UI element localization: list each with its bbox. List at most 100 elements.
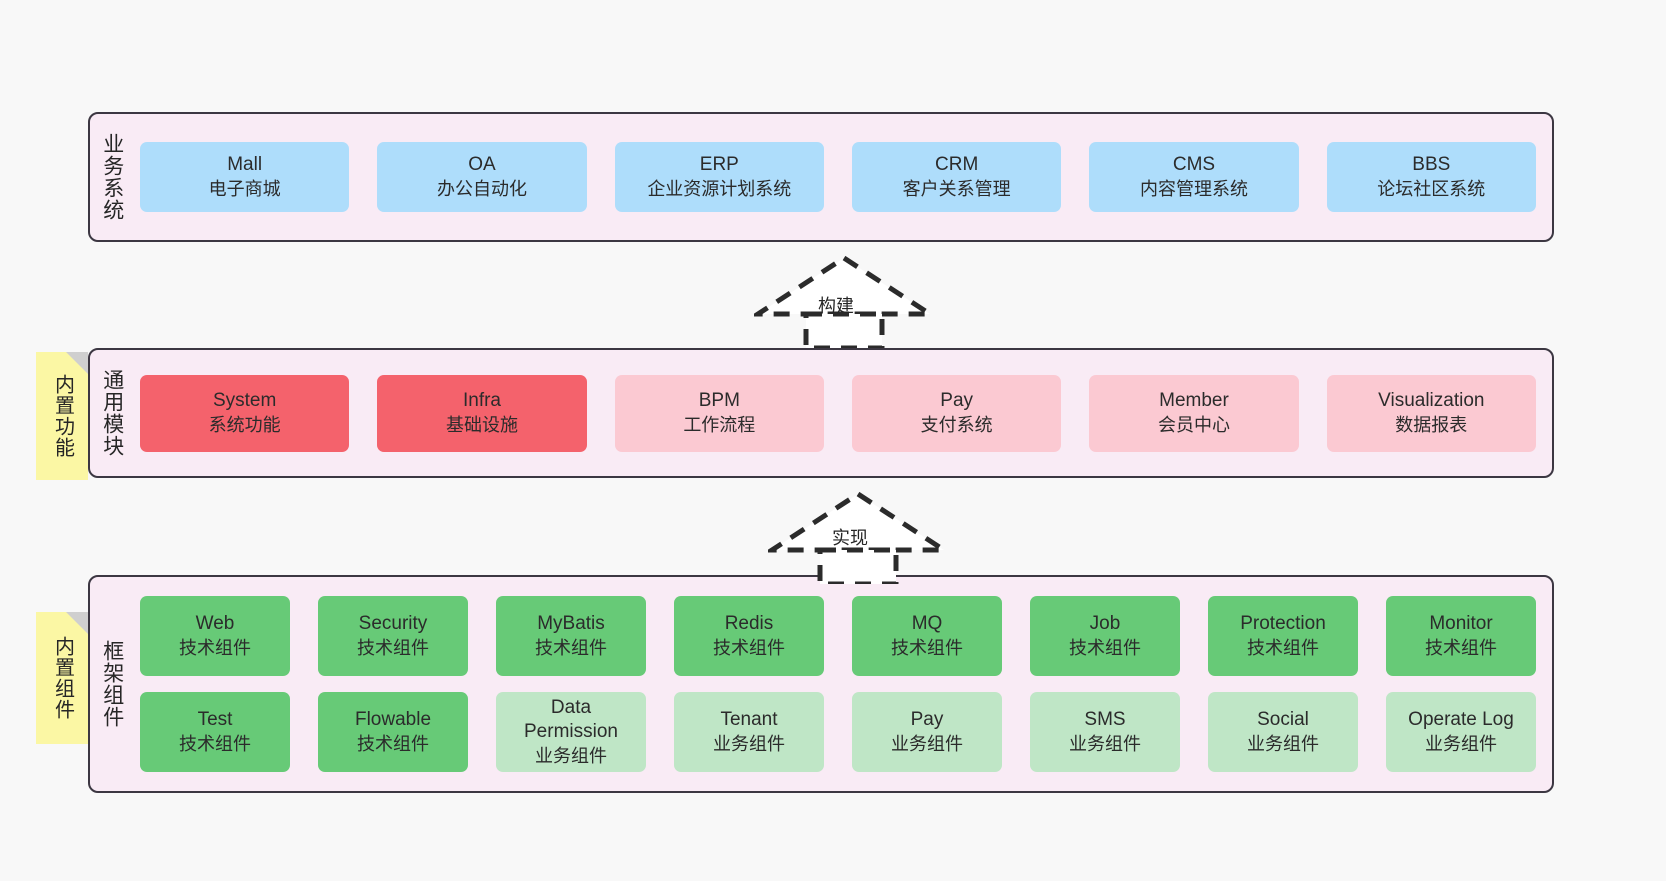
card-bpm[interactable]: BPM 工作流程 [614, 374, 824, 452]
layer-title-business: 业务系统 [100, 133, 124, 221]
card-title: Mall [227, 154, 263, 176]
card-social[interactable]: Social 业务组件 [1208, 692, 1358, 772]
card-data-permission[interactable]: Data Permission 业务组件 [496, 692, 646, 772]
card-subtitle: 技术组件 [1425, 637, 1497, 658]
card-title: Pay [910, 709, 944, 731]
card-protection[interactable]: Protection 技术组件 [1208, 596, 1358, 676]
arrow-stem [817, 547, 899, 584]
card-pay-biz[interactable]: Pay 业务组件 [852, 692, 1002, 772]
card-subtitle: 业务组件 [1247, 733, 1319, 754]
card-subtitle: 企业资源计划系统 [647, 178, 792, 199]
arrow-head-triangle [754, 255, 934, 317]
card-redis[interactable]: Redis 技术组件 [674, 596, 824, 676]
card-title: MyBatis [537, 613, 605, 635]
arrow-label-build: 构建 [818, 296, 854, 316]
card-title: Web [195, 613, 235, 635]
card-title: Protection [1240, 613, 1326, 635]
card-row: Test 技术组件 Flowable 技术组件 Data Permission … [140, 692, 1536, 772]
card-title: MQ [911, 613, 943, 635]
layer-body-common: System 系统功能 Infra 基础设施 BPM 工作流程 Pay 支付系统… [134, 350, 1552, 476]
card-mq[interactable]: MQ 技术组件 [852, 596, 1002, 676]
card-member[interactable]: Member 会员中心 [1089, 374, 1299, 452]
page-fold-icon [66, 352, 88, 374]
layer-business-systems: 业务系统 Mall 电子商城 OA 办公自动化 ERP 企业资源计划系统 CRM… [88, 112, 1554, 242]
page-fold-icon [66, 612, 88, 634]
card-title: Security [358, 613, 428, 635]
card-tenant[interactable]: Tenant 业务组件 [674, 692, 824, 772]
arrow-stem [803, 311, 885, 348]
card-sms[interactable]: SMS 业务组件 [1030, 692, 1180, 772]
card-title: Visualization [1378, 390, 1485, 412]
card-subtitle: 数据报表 [1395, 414, 1468, 435]
card-subtitle: 技术组件 [535, 637, 607, 658]
card-subtitle: 业务组件 [1069, 733, 1141, 754]
sticky-note-label: 内置组件 [51, 636, 74, 720]
card-title: Social [1257, 709, 1309, 731]
card-subtitle: 电子商城 [208, 178, 281, 199]
card-subtitle: 技术组件 [357, 733, 429, 754]
card-subtitle: 业务组件 [713, 733, 785, 754]
card-subtitle: 技术组件 [179, 733, 251, 754]
card-subtitle: 技术组件 [357, 637, 429, 658]
card-pay[interactable]: Pay 支付系统 [851, 374, 1062, 452]
card-title: BPM [698, 390, 740, 412]
card-title: Pay [940, 390, 974, 412]
card-title: BBS [1412, 154, 1451, 176]
card-bbs[interactable]: BBS 论坛社区系统 [1326, 142, 1536, 212]
card-subtitle: 技术组件 [713, 637, 785, 658]
card-subtitle: 业务组件 [1425, 733, 1497, 754]
card-flowable[interactable]: Flowable 技术组件 [318, 692, 468, 772]
card-title: Infra [462, 390, 501, 412]
layer-body-framework: Web 技术组件 Security 技术组件 MyBatis 技术组件 Redi… [134, 577, 1552, 791]
arrow-head-triangle [768, 491, 948, 553]
card-row: Mall 电子商城 OA 办公自动化 ERP 企业资源计划系统 CRM 客户关系… [140, 142, 1536, 212]
arrow-label-implement: 实现 [832, 528, 868, 548]
card-test[interactable]: Test 技术组件 [140, 692, 290, 772]
card-title: ERP [699, 154, 739, 176]
card-subtitle: 技术组件 [891, 637, 963, 658]
card-crm[interactable]: CRM 客户关系管理 [851, 142, 1062, 212]
card-operate-log[interactable]: Operate Log 业务组件 [1386, 692, 1536, 772]
card-title: Data Permission [524, 697, 618, 743]
card-title: CMS [1172, 154, 1216, 176]
card-cms[interactable]: CMS 内容管理系统 [1089, 142, 1299, 212]
card-mybatis[interactable]: MyBatis 技术组件 [496, 596, 646, 676]
card-title: Tenant [720, 709, 778, 731]
card-security[interactable]: Security 技术组件 [318, 596, 468, 676]
card-visualization[interactable]: Visualization 数据报表 [1326, 374, 1536, 452]
card-subtitle: 技术组件 [1247, 637, 1319, 658]
sticky-note-label: 内置功能 [51, 374, 74, 458]
layer-framework-components: 框架组件 Web 技术组件 Security 技术组件 MyBatis 技术组件… [88, 575, 1554, 793]
uml-arrow-build [754, 255, 934, 348]
card-title: Redis [724, 613, 774, 635]
card-subtitle: 会员中心 [1157, 414, 1230, 435]
card-erp[interactable]: ERP 企业资源计划系统 [614, 142, 824, 212]
card-subtitle: 技术组件 [1069, 637, 1141, 658]
card-title: Job [1089, 613, 1121, 635]
card-title: Flowable [354, 709, 432, 731]
layer-body-business: Mall 电子商城 OA 办公自动化 ERP 企业资源计划系统 CRM 客户关系… [134, 114, 1552, 240]
card-title: Test [197, 709, 233, 731]
card-title: Monitor [1429, 613, 1493, 635]
card-subtitle: 系统功能 [208, 414, 281, 435]
card-infra[interactable]: Infra 基础设施 [377, 374, 587, 452]
card-row: System 系统功能 Infra 基础设施 BPM 工作流程 Pay 支付系统… [140, 374, 1536, 452]
card-subtitle: 客户关系管理 [902, 178, 1011, 199]
card-title: Member [1159, 390, 1229, 412]
card-row: Web 技术组件 Security 技术组件 MyBatis 技术组件 Redi… [140, 596, 1536, 676]
layer-common-modules: 通用模块 System 系统功能 Infra 基础设施 BPM 工作流程 Pay… [88, 348, 1554, 478]
layer-title-framework: 框架组件 [100, 640, 124, 728]
card-subtitle: 业务组件 [891, 733, 963, 754]
card-web[interactable]: Web 技术组件 [140, 596, 290, 676]
card-title: System [212, 390, 277, 412]
card-job[interactable]: Job 技术组件 [1030, 596, 1180, 676]
card-subtitle: 业务组件 [535, 745, 607, 766]
card-monitor[interactable]: Monitor 技术组件 [1386, 596, 1536, 676]
card-oa[interactable]: OA 办公自动化 [377, 142, 587, 212]
card-mall[interactable]: Mall 电子商城 [140, 142, 350, 212]
card-title: Operate Log [1408, 709, 1514, 731]
card-title: CRM [935, 154, 979, 176]
card-system[interactable]: System 系统功能 [140, 374, 350, 452]
sticky-note-builtin-function: 内置功能 [36, 352, 88, 480]
